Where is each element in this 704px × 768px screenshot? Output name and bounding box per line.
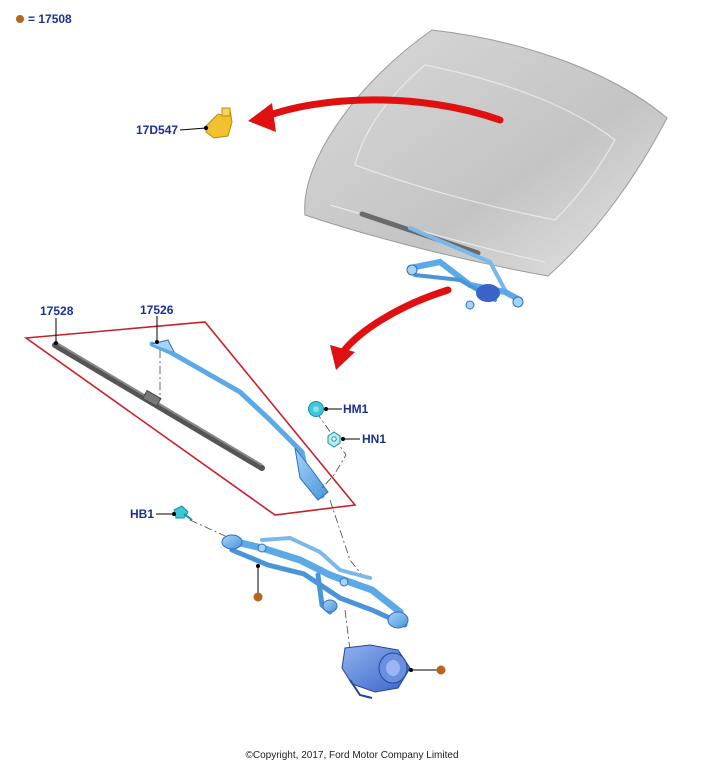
wiper-arm: 17526	[140, 303, 329, 501]
arrow-to-wiper	[339, 286, 452, 356]
wiper-blade: 17528	[40, 304, 265, 471]
label-17528: 17528	[40, 304, 74, 318]
legend-marker-icon	[16, 15, 24, 23]
bolt-hb1: HB1	[130, 505, 193, 521]
label-hn1: HN1	[362, 432, 386, 446]
blade-arm-outline	[23, 321, 357, 516]
direction-arrows	[248, 96, 504, 370]
label-17526: 17526	[140, 303, 174, 317]
marker-17508-linkage-icon	[253, 592, 263, 602]
nut-hm1: HM1	[308, 401, 369, 417]
legend-text: = 17508	[28, 12, 72, 26]
arrow-to-cap	[258, 96, 504, 124]
label-hb1: HB1	[130, 507, 154, 521]
windshield	[304, 29, 668, 292]
legend: = 17508	[16, 12, 72, 26]
marker-17508-motor-icon	[436, 665, 446, 675]
wiper-linkage	[221, 534, 409, 629]
nut-hn1: HN1	[327, 431, 386, 448]
label-17d547: 17D547	[136, 123, 178, 137]
copyright-notice: ©Copyright, 2017, Ford Motor Company Lim…	[245, 750, 459, 761]
washer-cap: 17D547	[136, 107, 233, 139]
label-hm1: HM1	[343, 402, 369, 416]
wiper-motor	[341, 644, 446, 699]
installed-linkage	[406, 258, 524, 310]
